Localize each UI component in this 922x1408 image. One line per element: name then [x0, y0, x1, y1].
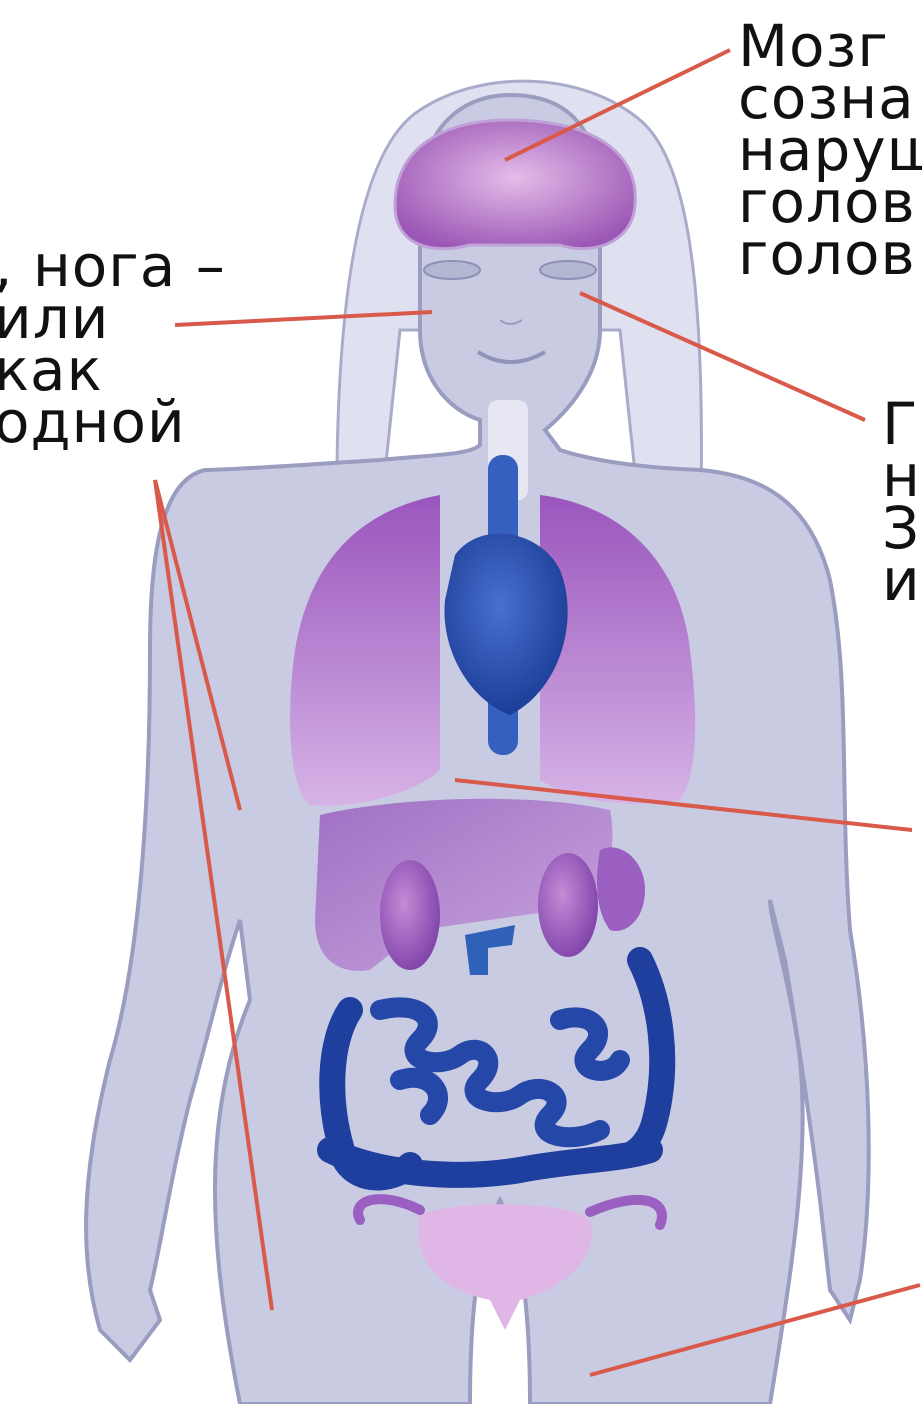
right-eye: [540, 261, 596, 279]
label-limb-line-4: одной: [0, 396, 226, 448]
right-kidney: [538, 853, 598, 957]
label-eyes: Г н З и: [882, 398, 921, 606]
brain: [395, 120, 635, 249]
label-brain-line-5: голов: [738, 228, 922, 280]
left-kidney: [380, 860, 440, 970]
label-brain: Мозг созна наруш голов голов: [738, 20, 922, 280]
label-eyes-line-4: и: [882, 554, 921, 606]
left-eye: [424, 261, 480, 279]
label-limb: , нога – или как одной: [0, 240, 226, 448]
